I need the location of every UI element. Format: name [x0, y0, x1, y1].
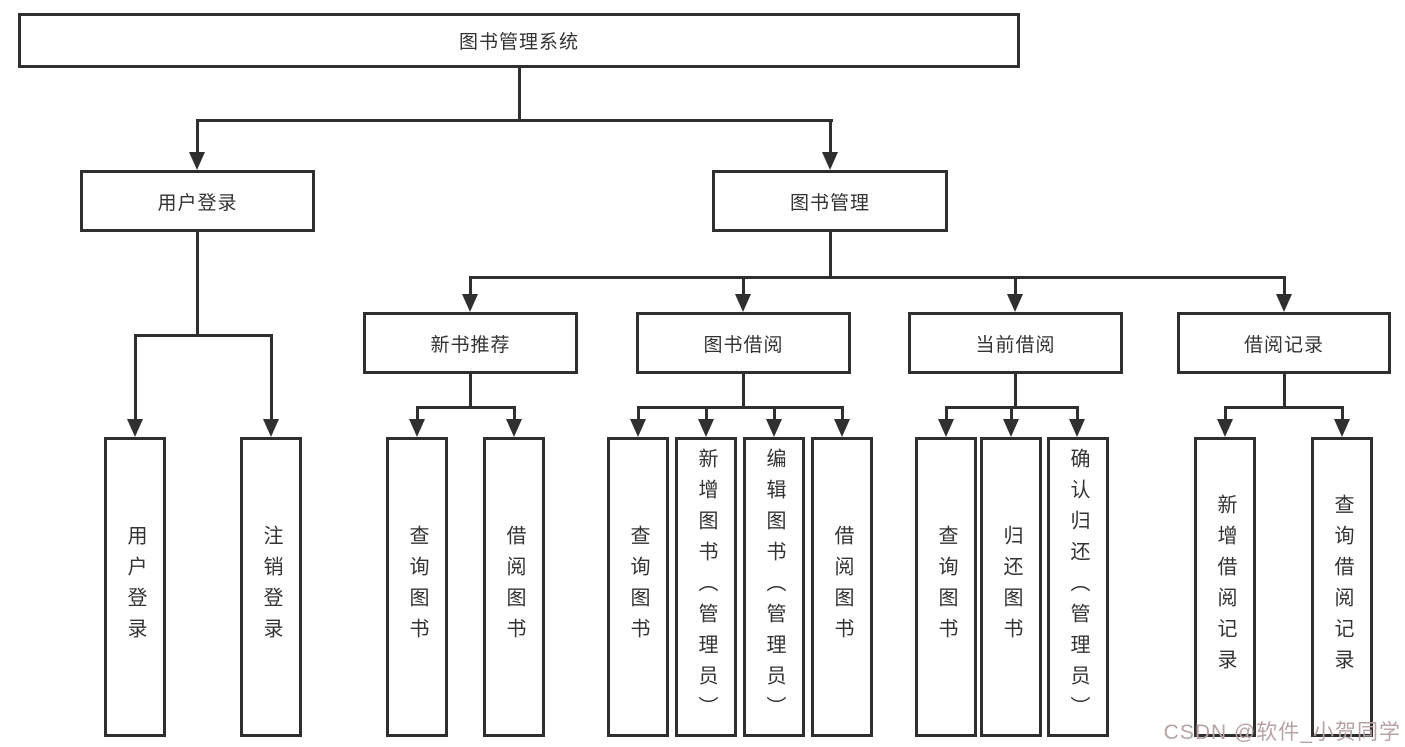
node-book-mgmt-label: 图书管理 — [789, 192, 870, 214]
arrowhead-br-leaf1 — [1334, 419, 1350, 437]
leaf-bb-edit-books-admin: 编辑图书（管理员） — [743, 437, 805, 737]
connector-drop-cb-leaf1 — [1010, 406, 1013, 422]
leaf-cb-confirm-return-admin: 确认归还（管理员） — [1047, 437, 1109, 737]
leaf-cb-return-books: 归还图书 — [980, 437, 1042, 737]
csdn-watermark: CSDN @软件_小贺同学 — [1163, 721, 1401, 744]
connector-book-horizontal — [469, 276, 1286, 279]
connector-records-horizontal — [1224, 406, 1344, 409]
node-user-login-label: 用户登录 — [157, 192, 238, 214]
arrowhead-nb-leaf0 — [409, 419, 425, 437]
connector-drop-br-leaf0 — [1224, 406, 1227, 422]
arrowhead-cb-leaf1 — [1003, 419, 1019, 437]
connector-drop-login-leaf — [134, 334, 137, 421]
leaf-bb-query-books-label: 查询图书 — [627, 525, 649, 649]
leaf-nb-borrow-books: 借阅图书 — [483, 437, 545, 737]
connector-user-horizontal — [134, 334, 273, 337]
leaf-user-logout-label: 注销登录 — [260, 525, 282, 649]
node-borrow-records-label: 借阅记录 — [1243, 334, 1324, 356]
connector-drop-current-borrow — [1014, 276, 1017, 297]
node-current-borrow: 当前借阅 — [908, 312, 1123, 374]
arrowhead-nb-leaf1 — [506, 419, 522, 437]
node-current-borrow-label: 当前借阅 — [975, 334, 1056, 356]
leaf-cb-confirm-return-admin-label: 确认归还（管理员） — [1067, 447, 1089, 727]
connector-drop-book-borrow — [742, 276, 745, 297]
node-book-borrow: 图书借阅 — [636, 312, 851, 374]
arrowhead-new-books — [462, 294, 478, 312]
node-new-books: 新书推荐 — [363, 312, 578, 374]
arrowhead-borrow-records — [1276, 294, 1292, 312]
node-root-label: 图书管理系统 — [458, 32, 579, 53]
leaf-nb-borrow-books-label: 借阅图书 — [503, 525, 525, 649]
arrowhead-bb-leaf3 — [834, 419, 850, 437]
leaf-bb-query-books: 查询图书 — [607, 437, 669, 737]
connector-newbooks-vertical — [469, 374, 472, 408]
arrowhead-logout-leaf — [263, 419, 279, 437]
leaf-user-login: 用户登录 — [104, 437, 166, 737]
node-root: 图书管理系统 — [18, 13, 1020, 68]
node-book-borrow-label: 图书借阅 — [703, 334, 784, 356]
leaf-bb-borrow-books-label: 借阅图书 — [831, 525, 853, 649]
leaf-bb-add-books-admin-label: 新增图书（管理员） — [695, 447, 717, 727]
arrowhead-cb-leaf2 — [1069, 419, 1085, 437]
leaf-cb-query-books-label: 查询图书 — [935, 525, 957, 649]
arrowhead-bb-leaf2 — [766, 419, 782, 437]
connector-drop-cb-leaf0 — [945, 406, 948, 422]
connector-borrow-horizontal — [637, 406, 844, 409]
connector-book-vertical — [829, 232, 832, 278]
arrowhead-cb-leaf0 — [938, 419, 954, 437]
leaf-cb-query-books: 查询图书 — [915, 437, 977, 737]
arrowhead-current-borrow — [1007, 294, 1023, 312]
connector-drop-user-login — [196, 119, 199, 155]
arrowhead-login-leaf — [127, 419, 143, 437]
connector-drop-bb-leaf2 — [773, 406, 776, 422]
connector-drop-bb-leaf0 — [637, 406, 640, 422]
connector-root-horizontal — [196, 119, 833, 122]
connector-drop-nb-leaf1 — [513, 406, 516, 422]
connector-drop-cb-leaf2 — [1076, 406, 1079, 422]
leaf-br-query-record-label: 查询借阅记录 — [1331, 494, 1353, 680]
connector-newbooks-horizontal — [416, 406, 516, 409]
connector-user-vertical — [196, 232, 199, 336]
leaf-bb-edit-books-admin-label: 编辑图书（管理员） — [763, 447, 785, 727]
connector-drop-new-books — [469, 276, 472, 297]
node-borrow-records: 借阅记录 — [1177, 312, 1391, 374]
arrowhead-br-leaf0 — [1217, 419, 1233, 437]
leaf-cb-return-books-label: 归还图书 — [1000, 525, 1022, 649]
arrowhead-book-mgmt — [822, 152, 838, 170]
arrowhead-bb-leaf0 — [630, 419, 646, 437]
connector-drop-bb-leaf3 — [841, 406, 844, 422]
node-new-books-label: 新书推荐 — [430, 334, 511, 356]
arrowhead-bb-leaf1 — [698, 419, 714, 437]
leaf-nb-query-books-label: 查询图书 — [406, 525, 428, 649]
arrowhead-user-login — [189, 152, 205, 170]
connector-drop-nb-leaf0 — [416, 406, 419, 422]
leaf-user-login-label: 用户登录 — [124, 525, 146, 649]
leaf-bb-borrow-books: 借阅图书 — [811, 437, 873, 737]
connector-drop-book-mgmt — [829, 119, 832, 155]
node-book-mgmt: 图书管理 — [712, 170, 948, 232]
leaf-br-add-record-label: 新增借阅记录 — [1214, 494, 1236, 680]
leaf-br-query-record: 查询借阅记录 — [1311, 437, 1373, 737]
node-user-login: 用户登录 — [80, 170, 315, 232]
leaf-nb-query-books: 查询图书 — [386, 437, 448, 737]
connector-drop-br-leaf1 — [1341, 406, 1344, 422]
leaf-br-add-record: 新增借阅记录 — [1194, 437, 1256, 737]
connector-root-vertical — [518, 68, 521, 121]
leaf-user-logout: 注销登录 — [240, 437, 302, 737]
connector-drop-borrow-records — [1283, 276, 1286, 297]
connector-drop-bb-leaf1 — [705, 406, 708, 422]
leaf-bb-add-books-admin: 新增图书（管理员） — [675, 437, 737, 737]
connector-current-vertical — [1014, 374, 1017, 408]
connector-records-vertical — [1283, 374, 1286, 408]
arrowhead-book-borrow — [735, 294, 751, 312]
connector-borrow-vertical — [742, 374, 745, 408]
connector-drop-logout-leaf — [270, 334, 273, 421]
